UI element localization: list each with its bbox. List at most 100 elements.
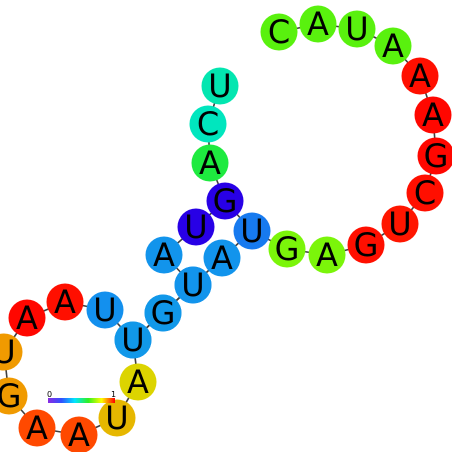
- nucleotide-circle: [18, 409, 56, 447]
- nucleotide-letter: C: [268, 13, 290, 51]
- color-scale-bar: [48, 398, 115, 403]
- nucleotide-circle: [338, 10, 376, 48]
- nucleotide-letter: U: [121, 321, 144, 359]
- nucleotide-letter: U: [181, 266, 204, 304]
- nucleotide-letter: A: [127, 363, 149, 401]
- color-scale-legend: 0 1: [47, 390, 116, 403]
- nucleotide: A: [145, 236, 183, 274]
- nucleotide-letter: G: [213, 182, 238, 220]
- nucleotide-circle: [347, 226, 385, 264]
- nucleotide-circle: [0, 377, 28, 415]
- nucleotide-letter: U: [240, 212, 263, 250]
- nucleotide-letter: U: [388, 205, 411, 243]
- nucleotide-circle: [406, 174, 444, 212]
- nucleotide-circle: [260, 13, 298, 51]
- nucleotide-letter: A: [422, 96, 444, 134]
- nucleotide-circle: [374, 27, 412, 65]
- nucleotide-circle: [233, 212, 271, 250]
- nucleotide: A: [299, 5, 337, 43]
- nucleotide-letter: A: [316, 236, 338, 274]
- nucleotide-circle: [144, 294, 182, 332]
- nucleotide: U: [86, 291, 124, 329]
- nucleotide: G: [0, 377, 28, 415]
- nucleotide-letter: C: [197, 105, 219, 143]
- nucleotide: U: [201, 67, 239, 105]
- nucleotide-letter: C: [414, 174, 436, 212]
- nucleotide-letter: U: [345, 10, 368, 48]
- nucleotide-letter: U: [105, 399, 128, 437]
- nucleotide-circle: [98, 399, 136, 437]
- nucleotide-letter: G: [275, 230, 300, 268]
- nucleotide-letter: G: [0, 377, 21, 415]
- nucleotide: U: [114, 321, 152, 359]
- nucleotide: A: [8, 299, 46, 337]
- scale-min-label: 0: [47, 390, 52, 399]
- nucleotide: G: [268, 230, 306, 268]
- nucleotide: A: [401, 57, 439, 95]
- nucleotide-circle: [0, 333, 23, 371]
- scale-max-label: 1: [111, 390, 116, 399]
- nucleotide-circle: [206, 182, 244, 220]
- nucleotide-circle: [191, 144, 229, 182]
- nucleotide-circle: [189, 105, 227, 143]
- nucleotide: U: [338, 10, 376, 48]
- nucleotide: G: [144, 294, 182, 332]
- nucleotide-circle: [203, 239, 241, 277]
- nucleotide-circle: [201, 67, 239, 105]
- nucleotide: A: [308, 236, 346, 274]
- nucleotide: U: [381, 205, 419, 243]
- nucleotide-circle: [417, 137, 452, 175]
- nucleotide-circle: [381, 205, 419, 243]
- nucleotide-circle: [60, 416, 98, 452]
- nucleotide: A: [374, 27, 412, 65]
- nucleotide: A: [119, 363, 157, 401]
- nucleotide-circle: [401, 57, 439, 95]
- nucleotide-letter: A: [409, 57, 431, 95]
- nucleotide: A: [46, 283, 84, 321]
- nucleotide: U: [233, 212, 271, 250]
- nucleotide-circles: UCAGUAUAUUAAUGAAUAUGUAUGAGUCGAAAUAC: [0, 5, 452, 452]
- nucleotide-letter: G: [424, 137, 449, 175]
- nucleotide-circle: [8, 299, 46, 337]
- nucleotide-letter: A: [211, 239, 233, 277]
- nucleotide-letter: A: [26, 409, 48, 447]
- nucleotide-letter: U: [0, 333, 16, 371]
- nucleotide-circle: [114, 321, 152, 359]
- nucleotide-letter: U: [184, 208, 207, 246]
- nucleotide-circle: [414, 96, 452, 134]
- nucleotide-letter: A: [153, 236, 175, 274]
- nucleotide: G: [347, 226, 385, 264]
- nucleotide-letter: A: [54, 283, 76, 321]
- nucleotide-circle: [86, 291, 124, 329]
- nucleotide: A: [414, 96, 452, 134]
- nucleotide: U: [174, 266, 212, 304]
- nucleotide: U: [0, 333, 23, 371]
- nucleotide-circle: [46, 283, 84, 321]
- nucleotide-letter: A: [382, 27, 404, 65]
- nucleotide-circle: [308, 236, 346, 274]
- nucleotide-circle: [145, 236, 183, 274]
- nucleotide-letter: G: [151, 294, 176, 332]
- nucleotide-letter: A: [68, 416, 90, 452]
- nucleotide: U: [98, 399, 136, 437]
- nucleotide: G: [417, 137, 452, 175]
- nucleotide: C: [406, 174, 444, 212]
- nucleotide-letter: A: [199, 144, 221, 182]
- nucleotide-circle: [177, 208, 215, 246]
- nucleotide-letter: U: [93, 291, 116, 329]
- nucleotide: G: [206, 182, 244, 220]
- nucleotide-circle: [174, 266, 212, 304]
- nucleotide-circle: [299, 5, 337, 43]
- nucleotide-circle: [268, 230, 306, 268]
- nucleotide: C: [189, 105, 227, 143]
- nucleotide-letter: G: [354, 226, 379, 264]
- nucleotide: A: [191, 144, 229, 182]
- nucleotide: U: [177, 208, 215, 246]
- nucleotide-letter: U: [208, 67, 231, 105]
- nucleotide: C: [260, 13, 298, 51]
- nucleotide: A: [203, 239, 241, 277]
- nucleotide-letter: A: [16, 299, 38, 337]
- nucleotide: A: [60, 416, 98, 452]
- nucleotide: A: [18, 409, 56, 447]
